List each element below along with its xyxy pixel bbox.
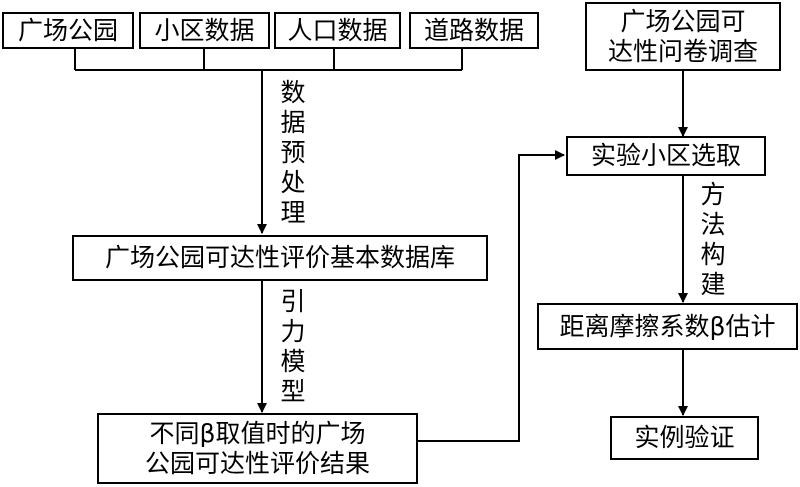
node-survey: 广场公园可 达性问卷调查 <box>585 2 781 71</box>
edge-label-method-char: 建 <box>700 270 726 299</box>
node-daolu: 道路数据 <box>409 12 539 49</box>
edge-label-method-char: 法 <box>700 210 726 239</box>
edge-label-preprocess-char: 理 <box>280 198 306 227</box>
node-renkou: 人口数据 <box>274 12 401 49</box>
node-verify-label: 实例验证 <box>634 423 735 452</box>
node-xiaoqu-label: 小区数据 <box>154 15 255 45</box>
edge-label-gravity-char: 型 <box>280 377 306 406</box>
edge-label-method-char: 构 <box>700 240 726 269</box>
node-result-line-1: 不同β取值时的广场 <box>149 418 366 448</box>
node-guangchang-label: 广场公园 <box>17 15 118 45</box>
edge-label-gravity-char: 引 <box>280 287 306 316</box>
node-estimate: 距离摩擦系数β估计 <box>537 303 798 350</box>
edge-label-preprocess-char: 据 <box>280 108 306 137</box>
edge-label-method: 方 法 构 建 <box>696 180 730 300</box>
edge-label-gravity-char: 力 <box>280 317 306 346</box>
node-select: 实验小区选取 <box>566 136 766 176</box>
node-survey-line-2: 达性问卷调查 <box>607 36 758 66</box>
edge-label-method-char: 方 <box>700 180 726 209</box>
node-xiaoqu: 小区数据 <box>139 12 270 49</box>
edge-label-preprocess-char: 数 <box>280 78 306 107</box>
node-result: 不同β取值时的广场 公园可达性评价结果 <box>97 413 418 484</box>
node-database: 广场公园可达性评价基本数据库 <box>72 235 488 281</box>
edge-label-gravity-char: 模 <box>280 347 306 376</box>
edge-label-preprocess-char: 预 <box>280 138 306 167</box>
node-survey-line-1: 广场公园可 <box>620 6 746 36</box>
edge-label-preprocess-char: 处 <box>280 168 306 197</box>
node-select-label: 实验小区选取 <box>590 141 741 170</box>
edge-label-preprocess: 数 据 预 处 理 <box>276 78 310 228</box>
arrow-result-to-select <box>416 150 565 442</box>
node-daolu-label: 道路数据 <box>423 15 524 45</box>
node-renkou-label: 人口数据 <box>287 15 388 45</box>
node-estimate-label: 距离摩擦系数β估计 <box>559 311 776 341</box>
node-guangchang: 广场公园 <box>2 12 134 49</box>
node-verify: 实例验证 <box>610 416 759 460</box>
node-result-line-2: 公园可达性评价结果 <box>144 448 370 478</box>
edge-label-gravity: 引 力 模 型 <box>276 287 310 407</box>
node-database-label: 广场公园可达性评价基本数据库 <box>104 243 455 272</box>
